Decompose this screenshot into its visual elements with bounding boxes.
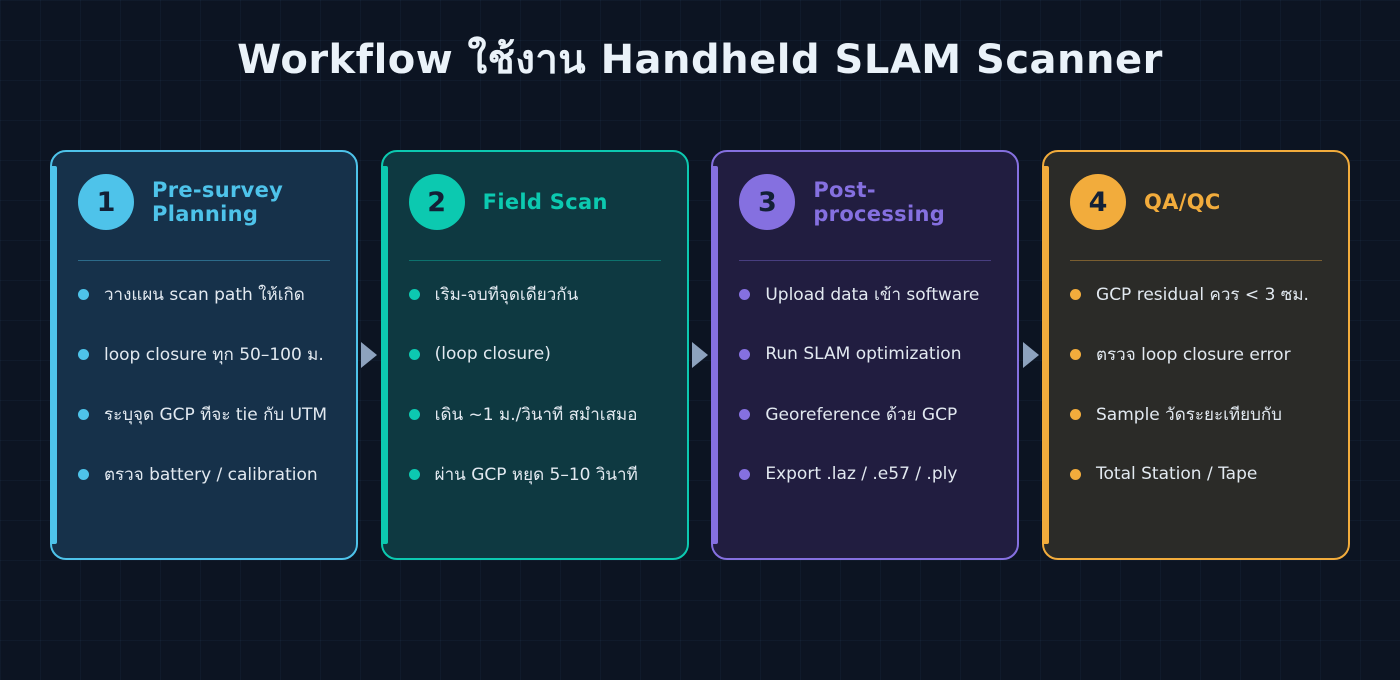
list-item: (loop closure) [408,324,661,384]
divider [1070,260,1323,261]
step-title: Post-processing [813,178,946,226]
arrow-gap [689,150,712,560]
list-item: Run SLAM optimization [739,324,991,384]
arrow-gap [358,150,381,560]
step-title: QA/QC [1144,190,1221,214]
step-item-list: Upload data เข้า software Run SLAM optim… [739,264,991,504]
bullet-dot-icon [1070,408,1082,420]
bullet-dot-icon [739,288,751,300]
step-card-post-processing: 3 Post-processing Upload data เข้า softw… [711,150,1020,560]
workflow-cards-row: 1 Pre-survey Planning วางแผน scan path ใ… [50,150,1351,560]
bullet-dot-icon [739,408,751,420]
step-item-list: เริม-จบทีจุดเดียวกัน (loop closure) เดิน… [408,264,661,504]
list-item: เดิน ~1 ม./วินาที สมำเสมอ [408,384,661,444]
list-item: ระบุจุด GCP ทีจะ tie กับ UTM [78,384,330,444]
list-item-label: loop closure ทุก 50–100 ม. [104,344,324,365]
list-item: เริม-จบทีจุดเดียวกัน [408,264,661,324]
step-number-badge: 2 [408,174,465,230]
step-number-badge: 4 [1070,174,1127,230]
list-item-label: Upload data เข้า software [765,284,980,305]
bullet-dot-icon [78,468,89,480]
list-item-label: Total Station / Tape [1096,464,1258,484]
arrow-right-icon [361,342,378,368]
arrow-right-icon [1022,342,1039,368]
list-item: ตรวจ loop closure error [1070,324,1322,384]
bullet-dot-icon [1070,288,1082,300]
list-item-label: Run SLAM optimization [765,344,962,364]
list-item-label: Export .laz / .e57 / .ply [765,464,958,484]
bullet-dot-icon [1070,348,1082,360]
list-item: Upload data เข้า software [739,264,991,324]
bullet-dot-icon [408,468,420,480]
step-title: Pre-survey Planning [152,178,284,226]
step-item-list: GCP residual ควร < 3 ซม. ตรวจ loop closu… [1070,264,1322,504]
bullet-dot-icon [78,348,89,360]
divider [739,260,992,261]
list-item: ตรวจ battery / calibration [78,444,330,504]
bullet-dot-icon [408,348,420,360]
list-item-label: ระบุจุด GCP ทีจะ tie กับ UTM [104,404,328,425]
arrow-gap [1019,150,1042,560]
bullet-dot-icon [408,288,420,300]
list-item: ผ่าน GCP หยุด 5–10 วินาที [408,444,661,504]
list-item-label: (loop closure) [434,344,551,364]
list-item: Export .laz / .e57 / .ply [739,444,991,504]
list-item: วางแผน scan path ให้เกิด [78,264,330,324]
page-title: Workflow ใช้งาน Handheld SLAM Scanner [237,37,1163,83]
list-item-label: Georeference ด้วย GCP [765,404,958,425]
bullet-dot-icon [1070,468,1082,480]
list-item: GCP residual ควร < 3 ซม. [1070,264,1322,324]
step-number-badge: 1 [78,174,134,230]
bullet-dot-icon [78,408,89,420]
step-number-badge: 3 [739,174,796,230]
step-card-pre-survey-planning: 1 Pre-survey Planning วางแผน scan path ใ… [50,150,358,560]
list-item-label: เริม-จบทีจุดเดียวกัน [434,284,579,305]
card-header: 3 Post-processing [739,174,991,230]
bullet-dot-icon [408,408,420,420]
card-header: 2 Field Scan [408,174,661,230]
step-item-list: วางแผน scan path ให้เกิด loop closure ทุ… [78,264,330,504]
bullet-dot-icon [78,288,89,300]
list-item-label: เดิน ~1 ม./วินาที สมำเสมอ [434,404,638,425]
list-item: Sample วัดระยะเทียบกับ [1070,384,1322,444]
list-item-label: วางแผน scan path ให้เกิด [104,284,305,305]
list-item-label: ผ่าน GCP หยุด 5–10 วินาที [434,464,638,485]
step-card-field-scan: 2 Field Scan เริม-จบทีจุดเดียวกัน (loop … [380,150,689,560]
divider [78,260,330,261]
list-item-label: GCP residual ควร < 3 ซม. [1096,284,1309,305]
list-item: Georeference ด้วย GCP [739,384,991,444]
step-card-qa-qc: 4 QA/QC GCP residual ควร < 3 ซม. ตรวจ lo… [1042,150,1351,560]
list-item-label: Sample วัดระยะเทียบกับ [1096,404,1282,425]
list-item-label: ตรวจ battery / calibration [104,464,318,485]
bullet-dot-icon [739,468,751,480]
list-item: loop closure ทุก 50–100 ม. [78,324,330,384]
card-header: 4 QA/QC [1070,174,1322,230]
arrow-right-icon [692,342,708,368]
bullet-dot-icon [739,348,751,360]
list-item-label: ตรวจ loop closure error [1096,344,1291,365]
card-header: 1 Pre-survey Planning [78,174,330,230]
divider [408,260,661,261]
list-item: Total Station / Tape [1070,444,1322,504]
step-title: Field Scan [482,190,608,214]
